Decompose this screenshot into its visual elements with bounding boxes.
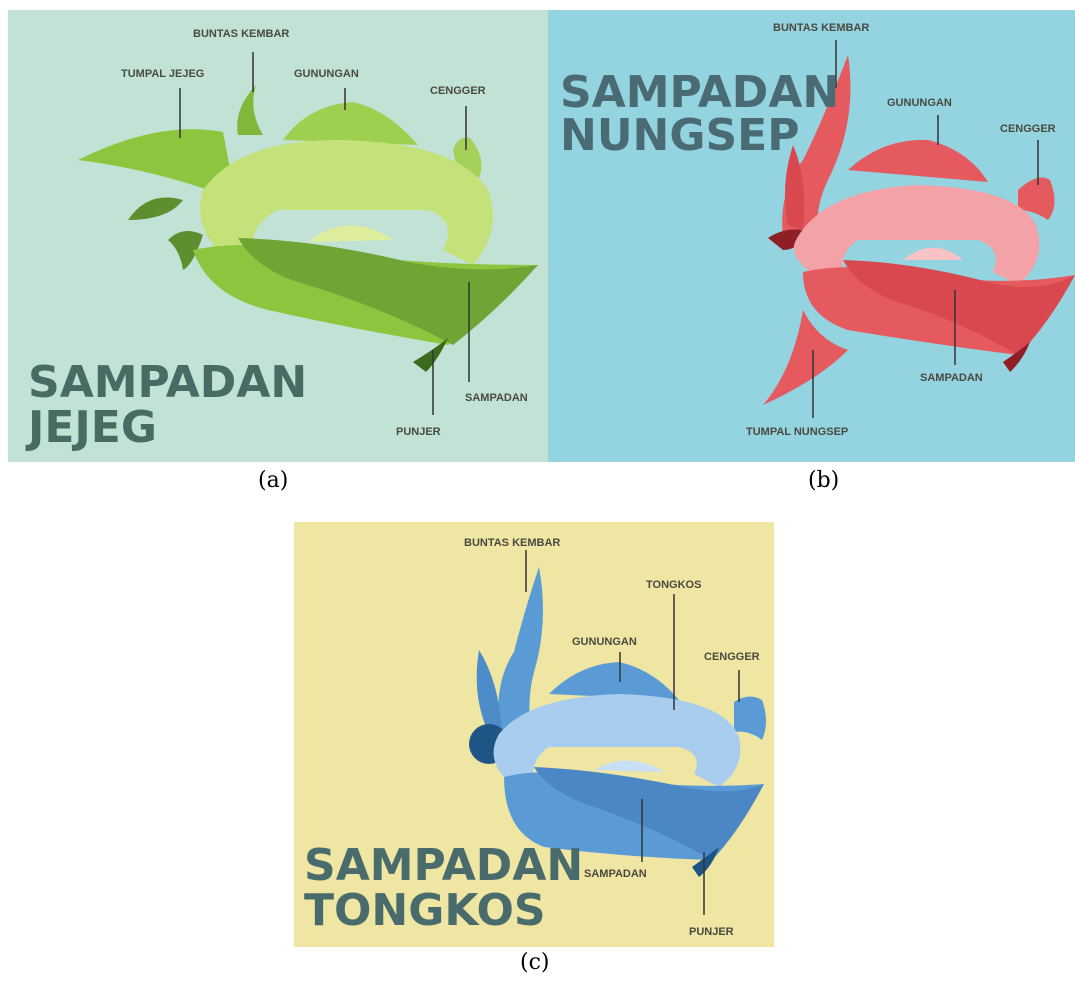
panel-sampadan-tongkos: BUNTAS KEMBAR TONGKOS GUNUNGAN CENGGER S… (294, 522, 774, 947)
panel-sampadan-nungsep: BUNTAS KEMBAR GUNUNGAN CENGGER SAMPADAN … (548, 10, 1075, 462)
panel-sampadan-jejeg: BUNTAS KEMBAR TUMPAL JEJEG GUNUNGAN CENG… (8, 10, 548, 462)
label-buntas-kembar: BUNTAS KEMBAR (464, 537, 560, 549)
label-gunungan: GUNUNGAN (887, 97, 952, 109)
label-gunungan: GUNUNGAN (294, 68, 359, 80)
label-tumpal-jejeg: TUMPAL JEJEG (121, 68, 204, 80)
label-tumpal-nungsep: TUMPAL NUNGSEP (746, 426, 848, 438)
label-buntas-kembar: BUNTAS KEMBAR (193, 28, 289, 40)
sampadan-nungsep-illustration: BUNTAS KEMBAR GUNUNGAN CENGGER SAMPADAN … (548, 10, 1075, 462)
sampadan-jejeg-illustration: BUNTAS KEMBAR TUMPAL JEJEG GUNUNGAN CENG… (8, 10, 548, 462)
label-cengger: CENGGER (430, 85, 486, 97)
caption-a: (a) (258, 468, 288, 493)
label-sampadan: SAMPADAN (920, 372, 983, 384)
label-gunungan: GUNUNGAN (572, 636, 637, 648)
caption-b: (b) (808, 468, 839, 493)
title-line-1: SAMPADAN (28, 357, 307, 408)
label-sampadan: SAMPADAN (465, 392, 528, 404)
label-buntas-kembar: BUNTAS KEMBAR (773, 22, 869, 34)
title-line-2: NUNGSEP (560, 110, 800, 161)
label-punjer: PUNJER (689, 926, 734, 938)
title-line-2: JEJEG (25, 402, 157, 453)
label-sampadan: SAMPADAN (584, 868, 647, 880)
label-cengger: CENGGER (704, 651, 760, 663)
label-cengger: CENGGER (1000, 123, 1056, 135)
label-tongkos: TONGKOS (646, 579, 701, 591)
caption-c: (c) (520, 950, 550, 975)
sampadan-tongkos-illustration: BUNTAS KEMBAR TONGKOS GUNUNGAN CENGGER S… (294, 522, 774, 947)
label-punjer: PUNJER (396, 426, 441, 438)
title-line-2: TONGKOS (304, 885, 546, 936)
title-line-1: SAMPADAN (304, 840, 583, 891)
